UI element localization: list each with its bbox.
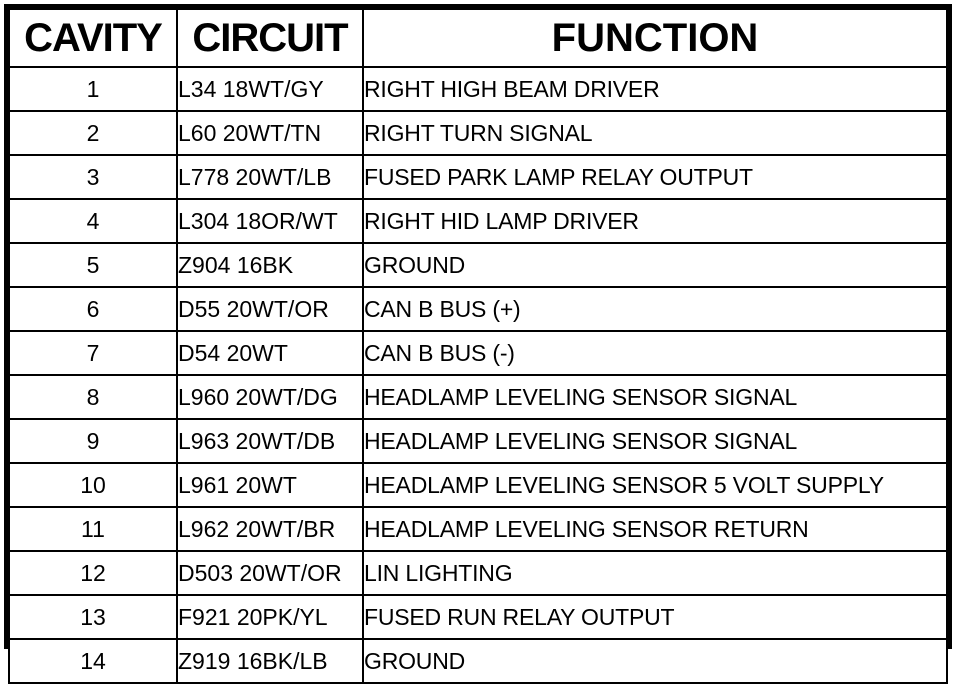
cell-function: CAN B BUS (-) bbox=[362, 330, 948, 376]
cell-cavity: 8 bbox=[8, 374, 178, 420]
cell-function: CAN B BUS (+) bbox=[362, 286, 948, 332]
cell-cavity: 10 bbox=[8, 462, 178, 508]
cell-cavity: 5 bbox=[8, 242, 178, 288]
cell-cavity: 1 bbox=[8, 66, 178, 112]
cell-function: LIN LIGHTING bbox=[362, 550, 948, 596]
cell-function: HEADLAMP LEVELING SENSOR SIGNAL bbox=[362, 374, 948, 420]
cell-circuit: D503 20WT/OR bbox=[176, 550, 364, 596]
cell-cavity: 13 bbox=[8, 594, 178, 640]
cell-circuit: L961 20WT bbox=[176, 462, 364, 508]
cell-circuit: Z919 16BK/LB bbox=[176, 638, 364, 684]
cell-cavity: 9 bbox=[8, 418, 178, 464]
header-row: CAVITY CIRCUIT FUNCTION bbox=[8, 8, 948, 68]
cell-circuit: D54 20WT bbox=[176, 330, 364, 376]
cell-circuit: D55 20WT/OR bbox=[176, 286, 364, 332]
cell-function: FUSED PARK LAMP RELAY OUTPUT bbox=[362, 154, 948, 200]
column-header-function: FUNCTION bbox=[362, 8, 948, 68]
cell-function: RIGHT HIGH BEAM DRIVER bbox=[362, 66, 948, 112]
cell-circuit: L960 20WT/DG bbox=[176, 374, 364, 420]
cell-circuit: L60 20WT/TN bbox=[176, 110, 364, 156]
column-header-circuit: CIRCUIT bbox=[176, 8, 364, 68]
table-header: CAVITY CIRCUIT FUNCTION bbox=[8, 8, 948, 68]
cell-function: HEADLAMP LEVELING SENSOR 5 VOLT SUPPLY bbox=[362, 462, 948, 508]
cell-cavity: 12 bbox=[8, 550, 178, 596]
cell-circuit: L34 18WT/GY bbox=[176, 66, 364, 112]
cell-circuit: F921 20PK/YL bbox=[176, 594, 364, 640]
cell-function: FUSED RUN RELAY OUTPUT bbox=[362, 594, 948, 640]
column-header-cavity: CAVITY bbox=[8, 8, 178, 68]
cell-function: HEADLAMP LEVELING SENSOR SIGNAL bbox=[362, 418, 948, 464]
cell-function: GROUND bbox=[362, 638, 948, 684]
cell-cavity: 6 bbox=[8, 286, 178, 332]
cell-cavity: 14 bbox=[8, 638, 178, 684]
cell-circuit: L778 20WT/LB bbox=[176, 154, 364, 200]
cell-circuit: L962 20WT/BR bbox=[176, 506, 364, 552]
cell-cavity: 7 bbox=[8, 330, 178, 376]
cell-cavity: 2 bbox=[8, 110, 178, 156]
cell-function: RIGHT TURN SIGNAL bbox=[362, 110, 948, 156]
cell-circuit: Z904 16BK bbox=[176, 242, 364, 288]
cell-function: RIGHT HID LAMP DRIVER bbox=[362, 198, 948, 244]
cell-circuit: L304 18OR/WT bbox=[176, 198, 364, 244]
cell-circuit: L963 20WT/DB bbox=[176, 418, 364, 464]
cell-function: GROUND bbox=[362, 242, 948, 288]
cell-cavity: 3 bbox=[8, 154, 178, 200]
cell-cavity: 11 bbox=[8, 506, 178, 552]
cell-function: HEADLAMP LEVELING SENSOR RETURN bbox=[362, 506, 948, 552]
cell-cavity: 4 bbox=[8, 198, 178, 244]
